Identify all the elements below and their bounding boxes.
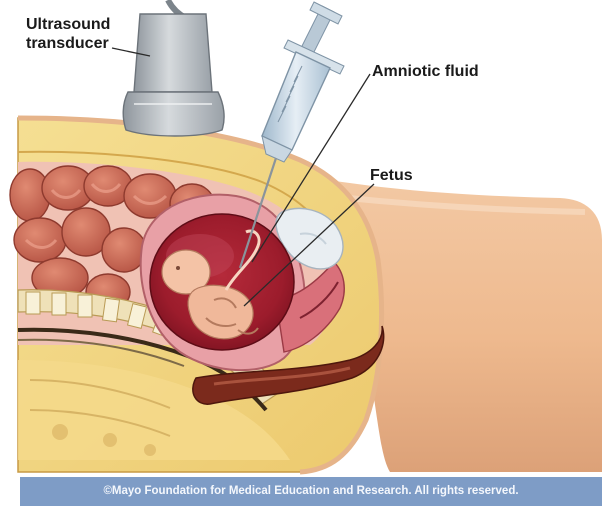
label-ultrasound-transducer: Ultrasound transducer (26, 15, 151, 53)
copyright-footer: ©Mayo Foundation for Medical Education a… (20, 477, 602, 506)
label-amniotic-fluid: Amniotic fluid (372, 62, 479, 81)
label-fetus: Fetus (370, 166, 413, 185)
